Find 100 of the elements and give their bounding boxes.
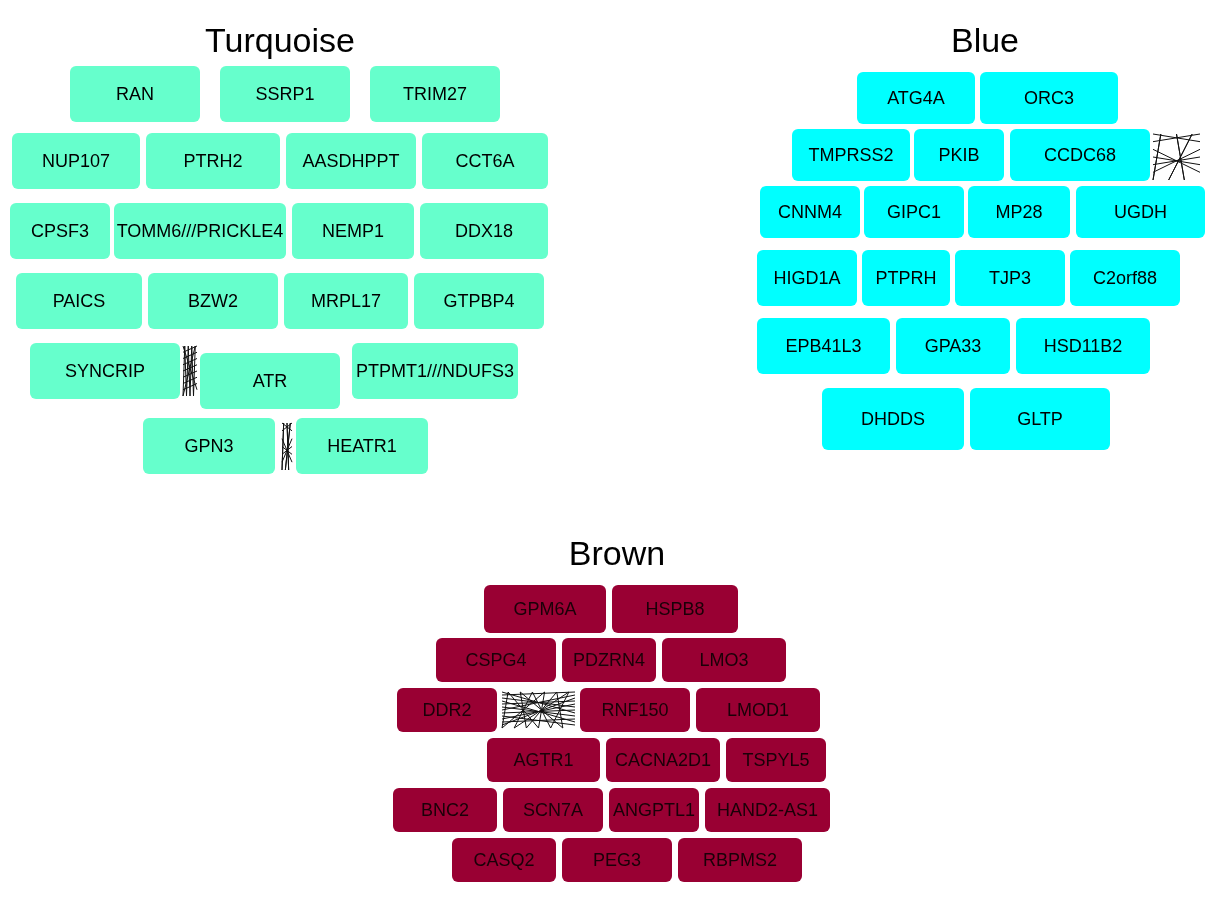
gene-node [452, 838, 556, 882]
gene-node [284, 273, 408, 329]
gene-name: HSD11B2 [1043, 334, 1123, 358]
gene-name: ORC3 [1024, 86, 1074, 110]
gene-name: PTRH2 [183, 149, 243, 173]
gene-name: SSRP1 [255, 82, 315, 106]
gene-node [1076, 186, 1205, 238]
gene-node [562, 638, 656, 682]
gene-node [662, 638, 786, 682]
gene-name: UGDH [1114, 200, 1167, 224]
gene-name: EPB41L3 [785, 334, 862, 358]
gene-node [143, 418, 275, 474]
gene-node [1016, 318, 1150, 374]
gene-node [436, 638, 556, 682]
gene-name: PDZRN4 [573, 648, 645, 672]
gene-name: LMO3 [699, 648, 749, 672]
gene-node [393, 788, 497, 832]
gene-node [397, 688, 497, 732]
gene-node [200, 353, 340, 409]
gene-name: TMPRSS2 [808, 143, 894, 167]
gene-name: CNNM4 [778, 200, 842, 224]
gene-node [370, 66, 500, 122]
gene-name: LMOD1 [727, 698, 789, 722]
gene-name: GTPBP4 [443, 289, 515, 313]
gene-node [148, 273, 278, 329]
gene-name: DDR2 [422, 698, 472, 722]
gene-name: SYNCRIP [65, 359, 145, 383]
gene-node [792, 129, 910, 181]
gene-name: MP28 [995, 200, 1043, 224]
gene-node [1070, 250, 1180, 306]
gene-node [146, 133, 280, 189]
gene-name: BNC2 [421, 798, 469, 822]
gene-node [70, 66, 200, 122]
gene-node [760, 186, 860, 238]
gene-name: PKIB [938, 143, 980, 167]
gene-name: CACNA2D1 [615, 748, 711, 772]
gene-name: GPM6A [513, 597, 577, 621]
gene-node [503, 788, 603, 832]
gene-node [970, 388, 1110, 450]
gene-node [705, 788, 830, 832]
gene-node [292, 203, 414, 259]
gene-name: HAND2-AS1 [717, 798, 818, 822]
gene-name: DHDDS [861, 407, 925, 431]
gene-node [1010, 129, 1150, 181]
gene-node [968, 186, 1070, 238]
gene-node [757, 318, 890, 374]
gene-name: MRPL17 [311, 289, 381, 313]
gene-node [562, 838, 672, 882]
gene-node [30, 343, 180, 399]
gene-node [296, 418, 428, 474]
gene-node [864, 186, 964, 238]
gene-name: TOMM6///PRICKLE4 [116, 219, 284, 243]
gene-name: SCN7A [523, 798, 583, 822]
gene-node [12, 133, 140, 189]
gene-name: NUP107 [41, 149, 110, 173]
gene-name: RNF150 [601, 698, 669, 722]
gene-node [757, 250, 857, 306]
gene-node [286, 133, 416, 189]
gene-node [609, 788, 699, 832]
gene-node [612, 585, 738, 633]
gene-node [414, 273, 544, 329]
gene-node [696, 688, 820, 732]
gene-name: RBPMS2 [703, 848, 777, 872]
gene-node [857, 72, 975, 124]
gene-name: GLTP [1017, 407, 1063, 431]
gene-name: TRIM27 [403, 82, 467, 106]
gene-node [114, 203, 286, 259]
gene-node [862, 250, 950, 306]
gene-node [896, 318, 1010, 374]
gene-name: HEATR1 [327, 434, 397, 458]
gene-name: GPA33 [924, 334, 982, 358]
gene-name: PEG3 [593, 848, 641, 872]
gene-name: PTPMT1///NDUFS3 [356, 359, 514, 383]
gene-node [914, 129, 1004, 181]
gene-node [484, 585, 606, 633]
gene-name: CCT6A [455, 149, 515, 173]
cluster-title: Turquoise [205, 20, 355, 60]
gene-name: NEMP1 [322, 219, 384, 243]
gene-name: CASQ2 [473, 848, 535, 872]
gene-name: BZW2 [188, 289, 238, 313]
gene-name: CCDC68 [1044, 143, 1116, 167]
gene-name: HIGD1A [773, 266, 841, 290]
gene-node [422, 133, 548, 189]
gene-name: RAN [116, 82, 154, 106]
gene-node [352, 343, 518, 399]
gene-name: AGTR1 [513, 748, 574, 772]
gene-name: AASDHPPT [302, 149, 400, 173]
gene-name: PAICS [52, 289, 106, 313]
cluster-title: Blue [950, 20, 1020, 60]
gene-name: PTPRH [875, 266, 937, 290]
gene-node [580, 688, 690, 732]
gene-node [678, 838, 802, 882]
gene-name: DDX18 [455, 219, 513, 243]
gene-name: HSPB8 [645, 597, 705, 621]
gene-name: CSPG4 [465, 648, 527, 672]
gene-node [420, 203, 548, 259]
gene-name: GIPC1 [887, 200, 941, 224]
gene-name: ANGPTL1 [613, 798, 695, 822]
gene-name: C2orf88 [1092, 266, 1157, 290]
gene-node [822, 388, 964, 450]
